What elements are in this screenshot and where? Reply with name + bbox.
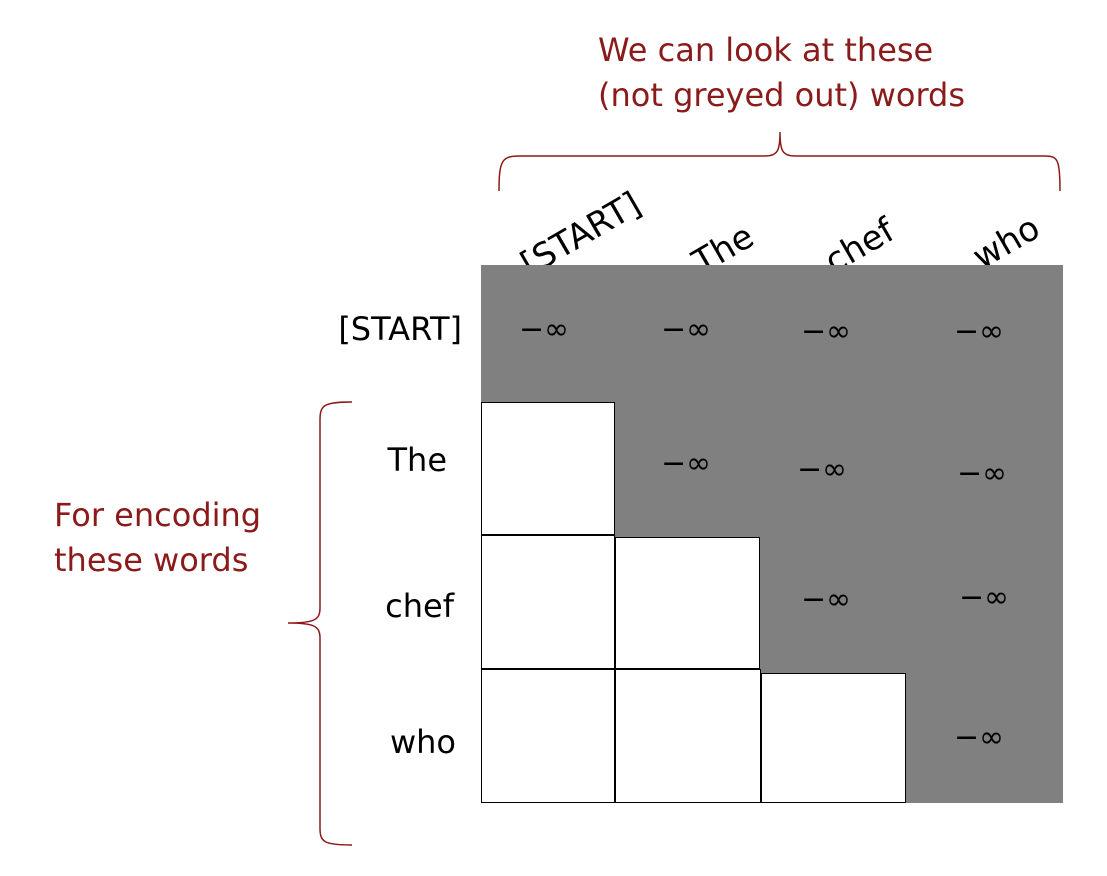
left-annotation-line2: these words (54, 541, 249, 579)
row-header-the: The (387, 441, 447, 479)
top-annotation-line2: (not greyed out) words (598, 76, 966, 114)
mask-value: −∞ (519, 312, 570, 347)
mask-value: −∞ (954, 314, 1005, 349)
mask-value: −∞ (801, 582, 852, 617)
left-annotation: For encoding these words (54, 493, 314, 583)
mask-value: −∞ (661, 446, 712, 481)
visible-cell (761, 673, 906, 803)
visible-cell (481, 402, 615, 535)
top-annotation-line1: We can look at these (598, 31, 934, 69)
visible-cell (481, 669, 615, 803)
row-header-who: who (389, 723, 456, 761)
attention-mask-grid: −∞ −∞ −∞ −∞ −∞ −∞ −∞ −∞ −∞ −∞ (481, 265, 1063, 803)
mask-value: −∞ (959, 580, 1010, 615)
mask-value: −∞ (801, 314, 852, 349)
row-header-start: [START] (338, 310, 462, 348)
mask-value: −∞ (957, 456, 1008, 491)
left-annotation-line1: For encoding (54, 496, 262, 534)
visible-cell (481, 535, 615, 669)
row-header-chef: chef (385, 587, 454, 625)
mask-value: −∞ (954, 720, 1005, 755)
top-annotation: We can look at these (not greyed out) wo… (598, 28, 1018, 118)
visible-cell (615, 669, 761, 803)
mask-value: −∞ (797, 452, 848, 487)
visible-cell (615, 537, 760, 669)
mask-value: −∞ (661, 312, 712, 347)
